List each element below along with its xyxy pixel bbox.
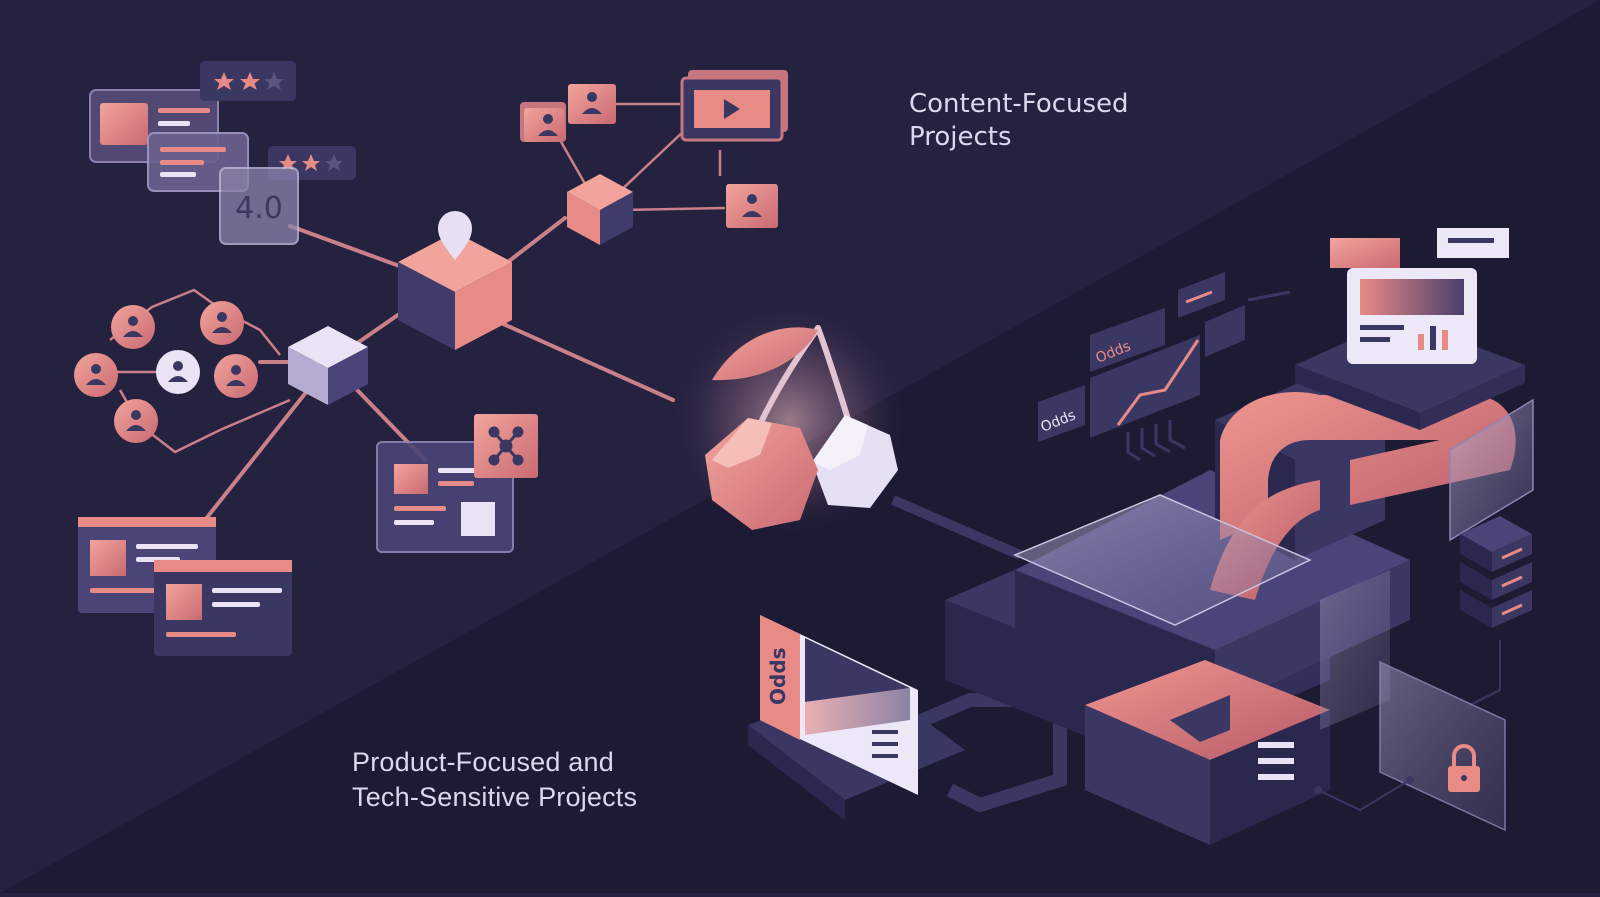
user-node <box>111 305 155 349</box>
server-slots <box>1258 742 1294 780</box>
product-focused-heading: Product-Focused and Tech-Sensitive Proje… <box>352 747 638 812</box>
share-icon <box>488 426 524 466</box>
cherry-leaf <box>712 327 818 381</box>
user-avatar-card <box>726 184 778 228</box>
user-icon <box>217 312 227 322</box>
user-icon <box>173 361 183 371</box>
chart-panel <box>1090 335 1200 438</box>
star-icon <box>302 154 320 171</box>
rating-value: 4.0 <box>235 191 283 226</box>
user-icon <box>543 114 553 124</box>
user-icon <box>91 364 101 374</box>
odds-screen-unit: Odds <box>748 615 965 820</box>
star-icon <box>325 154 343 171</box>
odds-analytics-group: Odds Odds <box>1038 272 1291 462</box>
network-cube <box>567 174 633 245</box>
monitor-platform <box>1295 228 1525 430</box>
network-cube-main <box>398 232 512 350</box>
user-node-highlight <box>156 350 200 394</box>
lock-panel <box>1314 640 1506 832</box>
rating-stars <box>279 154 343 171</box>
glass-tray <box>1013 494 1312 626</box>
user-avatar-card <box>524 108 564 142</box>
social-network-group <box>74 301 258 443</box>
top-network <box>520 70 788 228</box>
play-icon <box>724 99 740 119</box>
content-cards-group <box>78 517 292 656</box>
user-icon <box>747 194 757 204</box>
location-pin-icon <box>438 211 472 260</box>
star-icon <box>264 72 284 90</box>
user-icon <box>131 410 141 420</box>
machine-lower-box <box>1085 570 1390 845</box>
lock-icon <box>1448 744 1480 792</box>
glass-panel <box>1449 398 1534 542</box>
user-node <box>214 354 258 398</box>
user-node <box>74 353 118 397</box>
review-card-group: 4.0 <box>89 61 356 245</box>
review-card-thumbnail <box>100 103 148 145</box>
star-icon <box>279 154 297 171</box>
cherry-icon <box>705 325 898 530</box>
user-node <box>200 301 244 345</box>
trend-line <box>1116 339 1200 426</box>
server-icon <box>1460 516 1532 628</box>
network-cube <box>288 326 368 405</box>
user-icon <box>587 92 597 102</box>
share-card-group <box>376 414 538 553</box>
conveyor-belt <box>1220 392 1516 540</box>
user-icon <box>128 316 138 326</box>
rating-score-card <box>219 167 299 245</box>
content-focused-heading: Content-Focused Projects <box>909 89 1129 153</box>
user-avatar-card <box>568 84 616 124</box>
odds-panel <box>1038 385 1085 442</box>
rating-stars <box>214 72 284 90</box>
star-icon <box>240 72 260 90</box>
user-node <box>114 399 158 443</box>
star-icon <box>214 72 234 90</box>
user-icon <box>231 365 241 375</box>
odds-panel <box>1090 308 1165 372</box>
odds-label: Odds <box>766 647 790 705</box>
